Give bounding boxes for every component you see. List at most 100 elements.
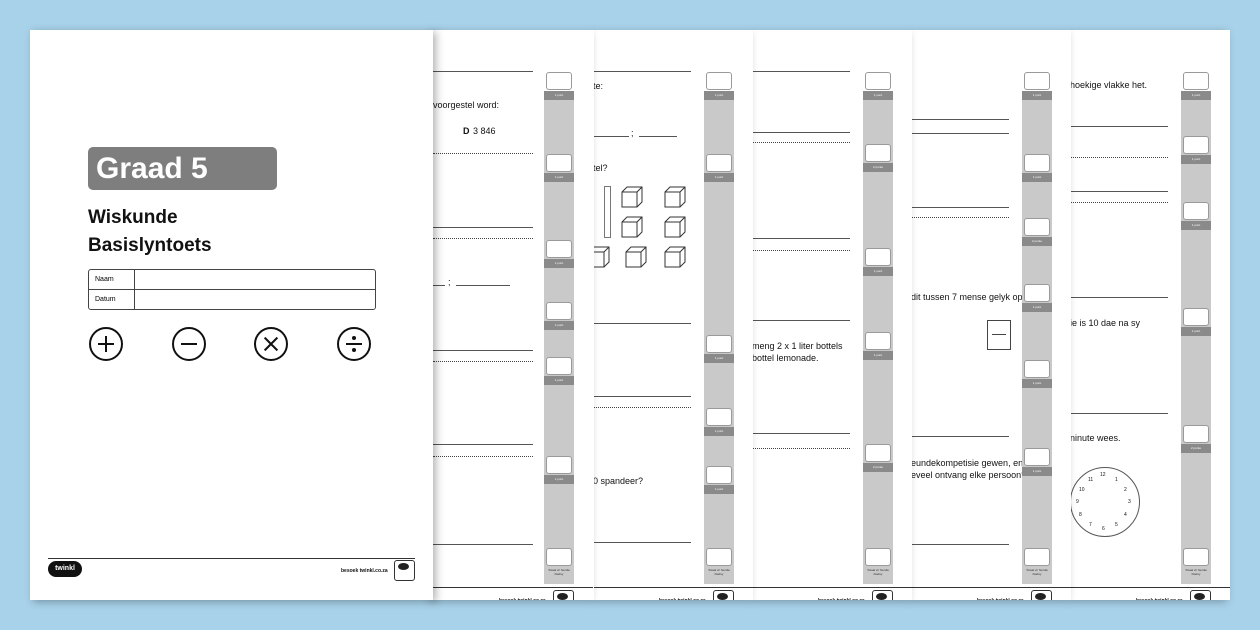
answer-line (912, 119, 1009, 120)
question-text: tel? (594, 163, 608, 173)
mark-box[interactable]: 1 punt (704, 408, 734, 436)
answer-line (594, 323, 691, 324)
quality-badge-icon (872, 590, 893, 600)
mark-box[interactable]: 1 punt (1022, 72, 1052, 100)
footer-rule (753, 587, 912, 588)
student-details-form: Naam Datum (88, 269, 376, 310)
page-total-box[interactable]: Totaal vir hierdie bladsy (1022, 548, 1052, 584)
answer-line (433, 285, 445, 286)
clock-number: 9 (1076, 499, 1079, 505)
dotted-line (594, 407, 691, 408)
mark-box[interactable]: 1 punt (544, 154, 574, 182)
dotted-line (433, 238, 533, 239)
mark-box[interactable]: 1 punt (544, 72, 574, 100)
page-total-box[interactable]: Totaal vir hierdie bladsy (863, 548, 893, 584)
mark-box[interactable]: 1 punt (1181, 202, 1211, 230)
worksheet-page-2: te: ; tel? 0 spandeer? 1 punt 1 punt 1 p… (594, 30, 753, 600)
worksheet-page-1: voorgestel word: D 3 846 ; 1 punt 1 punt… (433, 30, 594, 600)
footer-url: besoek twinkl.co.za (341, 568, 388, 574)
footer-rule (1071, 587, 1230, 588)
option-value: 3 846 (473, 126, 496, 136)
mark-box[interactable]: 1 punt (544, 240, 574, 268)
mark-box[interactable]: 1 punt (544, 357, 574, 385)
subject-title: Wiskunde Basislyntoets (88, 207, 212, 256)
answer-line (753, 433, 850, 434)
question-text: eundekompetisie gewen, en (912, 458, 1024, 468)
clock-number: 6 (1102, 526, 1105, 532)
answer-line (753, 132, 850, 133)
mark-box[interactable]: 1 punt (704, 335, 734, 363)
clock-number: 11 (1088, 477, 1094, 483)
answer-line (594, 136, 629, 137)
twinkl-logo: twinkl (48, 561, 82, 577)
mark-box[interactable]: 2 punte (863, 444, 893, 472)
question-text: voorgestel word: (433, 100, 500, 110)
answer-line (753, 238, 850, 239)
separator-text: ; (631, 128, 634, 138)
clock-number: 7 (1089, 522, 1092, 528)
answer-line (433, 71, 533, 72)
multiply-icon (254, 327, 288, 361)
date-row[interactable]: Datum (89, 289, 375, 309)
footer-rule (48, 558, 415, 559)
mark-box[interactable]: 1 punt (704, 466, 734, 494)
mark-box[interactable]: 1 punt (544, 302, 574, 330)
grade-title: Graad 5 (88, 147, 277, 190)
mark-box[interactable]: 2 punte (863, 144, 893, 172)
mark-box[interactable]: 1 punt (1181, 136, 1211, 164)
mark-box[interactable]: 1 punt (1022, 360, 1052, 388)
mark-box[interactable]: 1 punt (863, 72, 893, 100)
answer-line (1071, 413, 1168, 414)
mark-box[interactable]: 1 punt (1022, 284, 1052, 312)
mark-box[interactable]: 1 punt (1181, 72, 1211, 100)
answer-line (639, 136, 677, 137)
page-total-box[interactable]: Totaal vir hierdie bladsy (704, 548, 734, 584)
mark-box[interactable]: 1 punt (1022, 154, 1052, 182)
footer-rule (912, 587, 1071, 588)
quality-badge-icon (713, 590, 734, 600)
quality-badge-icon (553, 590, 574, 600)
mark-box[interactable]: 2 punte (1022, 218, 1052, 246)
answer-line (456, 285, 510, 286)
dotted-line (753, 142, 850, 143)
name-row[interactable]: Naam (89, 270, 375, 289)
answer-line (594, 396, 691, 397)
answer-line (594, 71, 691, 72)
minus-icon (172, 327, 206, 361)
dotted-line (912, 217, 1009, 218)
clock-number: 3 (1128, 499, 1131, 505)
question-text: te: (594, 81, 604, 91)
plus-icon (89, 327, 123, 361)
clock-number: 4 (1124, 512, 1127, 518)
mark-box[interactable]: 2 punte (1181, 425, 1211, 453)
marks-column: 1 punt 1 punt 2 punte 1 punt 1 punt 1 pu… (1022, 30, 1052, 600)
mark-box[interactable]: 1 punt (1181, 308, 1211, 336)
mark-box[interactable]: 1 punt (544, 456, 574, 484)
cube-icon (664, 186, 686, 208)
mark-box[interactable]: 1 punt (1022, 448, 1052, 476)
footer-url: besoek twinkl.co.za (977, 598, 1024, 600)
answer-line (1071, 297, 1168, 298)
quality-badge-icon (1190, 590, 1211, 600)
footer-url: besoek twinkl.co.za (659, 598, 706, 600)
cube-icon (621, 186, 643, 208)
fraction-box[interactable] (987, 320, 1011, 350)
mark-box[interactable]: 1 punt (863, 332, 893, 360)
answer-line (912, 207, 1009, 208)
answer-line (433, 544, 533, 545)
mark-box[interactable]: 1 punt (704, 72, 734, 100)
clock-number: 5 (1115, 522, 1118, 528)
cube-icon (664, 246, 686, 268)
mark-box[interactable]: 1 punt (704, 154, 734, 182)
footer-url: besoek twinkl.co.za (1136, 598, 1183, 600)
date-label: Datum (89, 290, 135, 309)
page-total-box[interactable]: Totaal vir hierdie bladsy (544, 548, 574, 584)
answer-line (753, 320, 850, 321)
question-text: ie is 10 dae na sy (1071, 318, 1141, 328)
question-text: 0 spandeer? (594, 476, 644, 486)
mark-box[interactable]: 1 punt (863, 248, 893, 276)
cube-icon (594, 246, 610, 268)
answer-line (433, 444, 533, 445)
footer-rule (433, 587, 593, 588)
page-total-box[interactable]: Totaal vir hierdie bladsy (1181, 548, 1211, 584)
